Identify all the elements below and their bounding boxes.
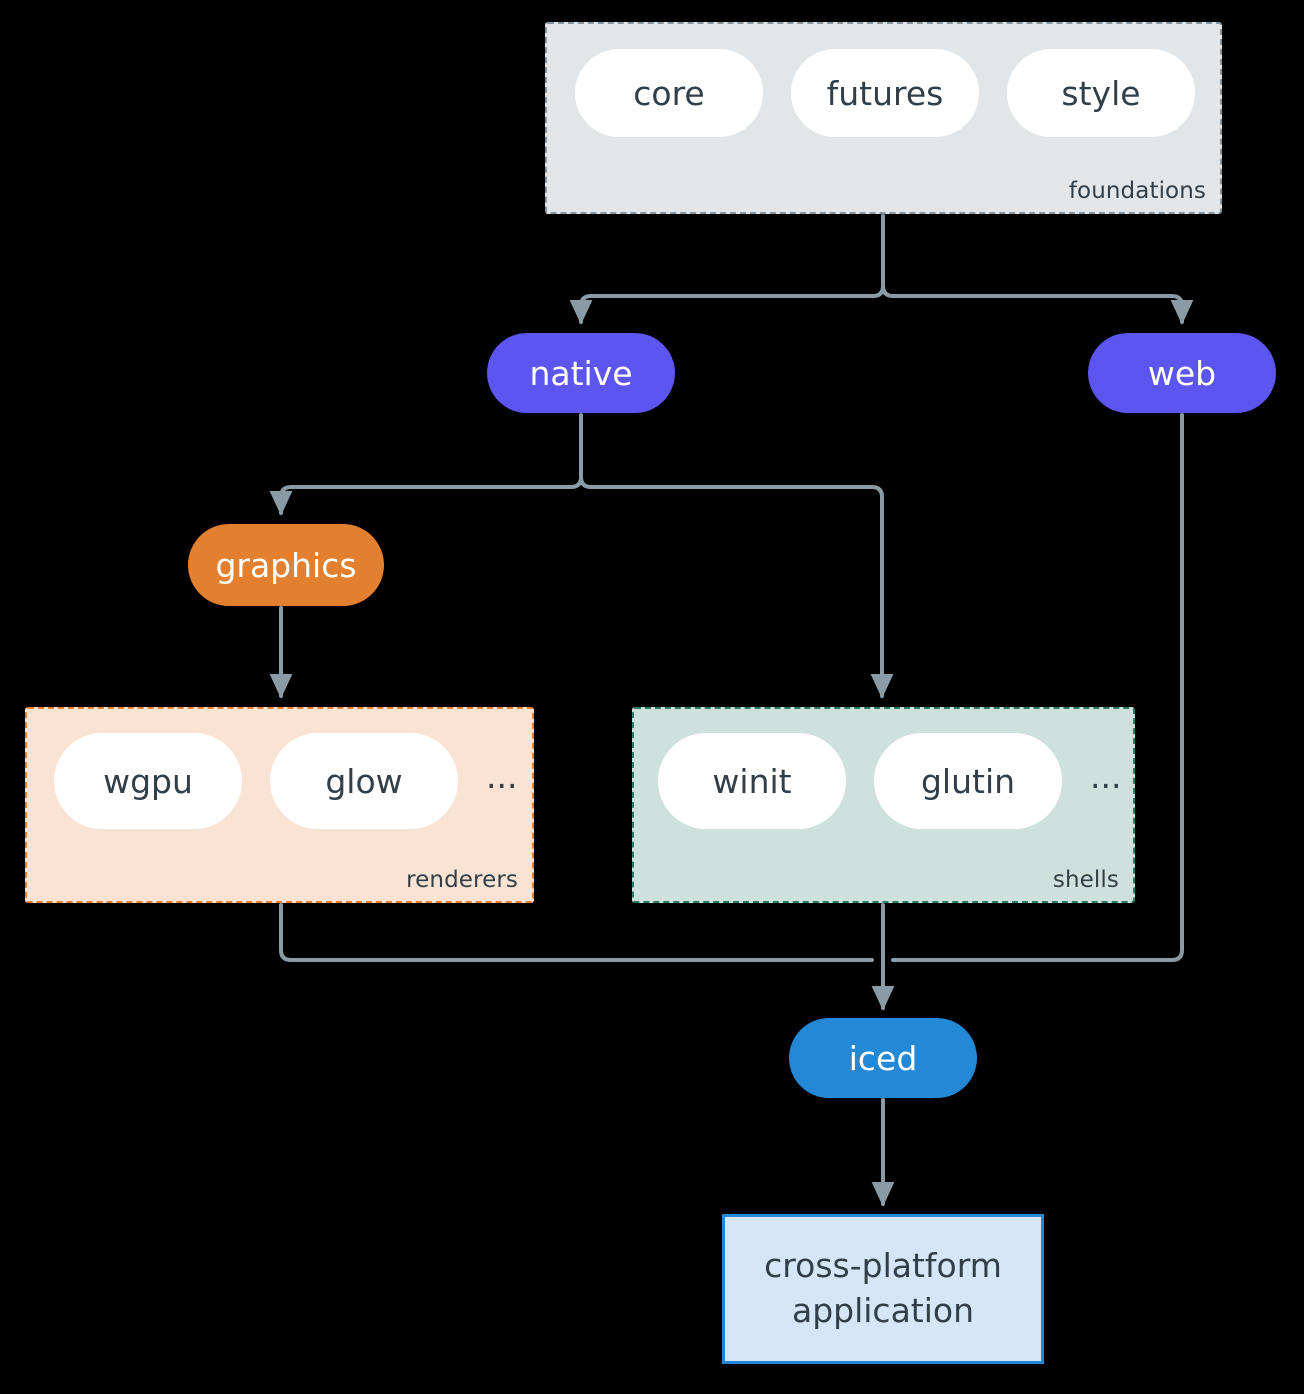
shells-chip-row: winit glutin ... (658, 733, 1121, 829)
group-foundations: core futures style foundations (545, 22, 1222, 214)
chip-style[interactable]: style (1007, 49, 1195, 137)
group-label-renderers: renderers (406, 867, 518, 893)
group-shells: winit glutin ... shells (632, 707, 1135, 903)
node-iced[interactable]: iced (789, 1018, 977, 1098)
chip-glow[interactable]: glow (270, 733, 458, 829)
edge-foundations-to-native (569, 284, 885, 325)
group-label-shells: shells (1052, 867, 1119, 893)
node-graphics[interactable]: graphics (188, 524, 384, 606)
renderers-chip-row: wgpu glow ... (54, 733, 517, 829)
shells-more-indicator: ... (1090, 756, 1122, 796)
foundations-chip-row: core futures style (575, 49, 1195, 137)
edge-native-to-shells (579, 475, 894, 699)
chip-core[interactable]: core (575, 49, 763, 137)
chip-futures[interactable]: futures (791, 49, 979, 137)
chip-wgpu[interactable]: wgpu (54, 733, 242, 829)
edge-foundations-to-web (881, 284, 1194, 325)
group-label-foundations: foundations (1068, 178, 1206, 204)
chip-winit[interactable]: winit (658, 733, 846, 829)
renderers-more-indicator: ... (486, 756, 518, 796)
application-line-2: application (791, 1291, 975, 1330)
edge-native-to-graphics (269, 475, 583, 516)
node-web[interactable]: web (1088, 333, 1276, 413)
node-native[interactable]: native (487, 333, 675, 413)
edge-renderers-to-iced (279, 903, 874, 962)
group-renderers: wgpu glow ... renderers (25, 707, 534, 903)
chip-glutin[interactable]: glutin (874, 733, 1062, 829)
node-cross-platform-application[interactable]: cross-platform application (722, 1214, 1044, 1364)
application-line-1: cross-platform (764, 1246, 1002, 1286)
